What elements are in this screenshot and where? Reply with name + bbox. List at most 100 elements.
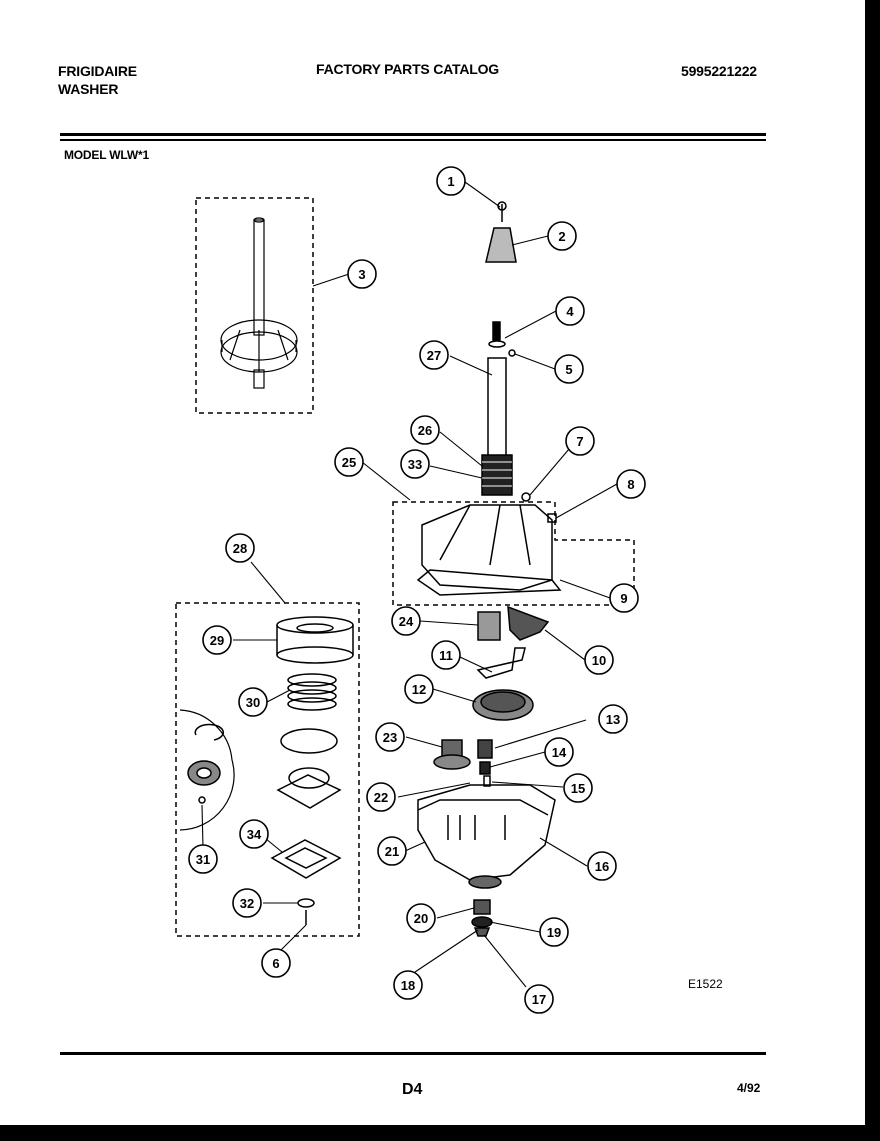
svg-text:9: 9 <box>620 591 627 606</box>
callout-17: 17 <box>524 984 554 1014</box>
callout-25: 25 <box>334 447 364 477</box>
callout-15: 15 <box>563 773 593 803</box>
svg-text:22: 22 <box>374 790 388 805</box>
brand-block: FRIGIDAIRE WASHER <box>58 62 137 98</box>
part-agitator-shaft <box>220 217 298 389</box>
svg-text:5: 5 <box>565 362 572 377</box>
callout-7: 7 <box>565 426 595 456</box>
svg-text:27: 27 <box>427 348 441 363</box>
svg-text:33: 33 <box>408 457 422 472</box>
callout-1: 1 <box>436 166 466 196</box>
callout-27: 27 <box>419 340 449 370</box>
callout-9: 9 <box>609 583 639 613</box>
svg-text:2: 2 <box>558 229 565 244</box>
callout-6: 6 <box>261 948 291 978</box>
callout-29: 29 <box>202 625 232 655</box>
part-gear-case <box>417 784 556 889</box>
callout-10: 10 <box>584 645 614 675</box>
part-coupling-20 <box>473 899 491 915</box>
svg-text:31: 31 <box>196 852 210 867</box>
model-label: MODEL WLW*1 <box>64 148 149 162</box>
part-cam-10 <box>507 605 550 641</box>
callout-2: 2 <box>547 221 577 251</box>
svg-text:6: 6 <box>272 956 279 971</box>
callout-19: 19 <box>539 917 569 947</box>
callout-34: 34 <box>239 819 269 849</box>
svg-text:24: 24 <box>399 614 414 629</box>
svg-text:25: 25 <box>342 455 356 470</box>
part-washer-19 <box>471 916 493 928</box>
callout-11: 11 <box>431 640 461 670</box>
callout-33: 33 <box>400 449 430 479</box>
header-rule-top <box>60 133 766 136</box>
callout-32: 32 <box>232 888 262 918</box>
svg-text:30: 30 <box>246 695 260 710</box>
callout-24: 24 <box>391 606 421 636</box>
part-transmission-cover <box>416 492 562 596</box>
part-pin-15 <box>483 775 491 787</box>
catalog-number: 5995221222 <box>681 63 757 79</box>
svg-text:10: 10 <box>592 653 606 668</box>
diagram-code: E1522 <box>688 977 723 991</box>
callout-14: 14 <box>544 737 574 767</box>
part-seal-holder <box>276 774 342 809</box>
page-number: D4 <box>402 1081 423 1098</box>
callout-16: 16 <box>587 851 617 881</box>
part-pin-14 <box>479 761 491 775</box>
callout-13: 13 <box>598 704 628 734</box>
svg-text:21: 21 <box>385 844 399 859</box>
callout-20: 20 <box>406 903 436 933</box>
callout-30: 30 <box>238 687 268 717</box>
svg-text:8: 8 <box>627 477 634 492</box>
part-drive-shaft <box>481 321 516 496</box>
bottom-edge-border <box>0 1125 880 1141</box>
part-pinion-24 <box>477 611 501 641</box>
part-rack-11 <box>476 647 526 679</box>
svg-text:20: 20 <box>414 911 428 926</box>
svg-text:28: 28 <box>233 541 247 556</box>
revision-date: 4/92 <box>737 1081 761 1095</box>
product-type: WASHER <box>58 81 119 97</box>
footer-rule <box>60 1052 766 1055</box>
callout-21: 21 <box>377 836 407 866</box>
part-bracket-34 <box>270 839 342 879</box>
part-bushing-13 <box>477 739 493 759</box>
svg-text:23: 23 <box>383 730 397 745</box>
svg-text:34: 34 <box>247 827 262 842</box>
callout-23: 23 <box>375 722 405 752</box>
callout-28: 28 <box>225 533 255 563</box>
svg-text:18: 18 <box>401 978 415 993</box>
svg-text:13: 13 <box>606 712 620 727</box>
callout-22: 22 <box>366 782 396 812</box>
callout-31: 31 <box>188 844 218 874</box>
header-rule-bottom <box>60 139 766 141</box>
callout-bubbles: 1 2 3 4 5 27 26 7 25 33 8 28 9 24 29 10 … <box>188 166 646 1014</box>
part-washer-32 <box>297 898 315 908</box>
callout-26: 26 <box>410 415 440 445</box>
part-seal-29 <box>276 616 354 634</box>
part-retaining-ring <box>194 723 225 741</box>
svg-text:7: 7 <box>576 434 583 449</box>
svg-text:16: 16 <box>595 859 609 874</box>
catalog-title: FACTORY PARTS CATALOG <box>316 61 499 77</box>
part-nut-18 <box>473 927 491 937</box>
box-agitator-assembly <box>195 197 314 414</box>
callout-12: 12 <box>404 674 434 704</box>
svg-text:17: 17 <box>532 992 546 1007</box>
svg-text:26: 26 <box>418 423 432 438</box>
svg-text:11: 11 <box>439 648 453 663</box>
leader-lines <box>201 181 618 988</box>
svg-text:4: 4 <box>566 304 574 319</box>
part-spring-30 <box>287 673 337 711</box>
svg-text:15: 15 <box>571 781 585 796</box>
callout-18: 18 <box>393 970 423 1000</box>
box-seal-kit <box>175 602 360 937</box>
svg-text:3: 3 <box>358 267 365 282</box>
svg-text:1: 1 <box>447 174 454 189</box>
callout-4: 4 <box>555 296 585 326</box>
right-edge-border <box>865 0 880 1141</box>
part-screw-and-cap <box>485 201 517 263</box>
svg-text:32: 32 <box>240 896 254 911</box>
callout-8: 8 <box>616 469 646 499</box>
